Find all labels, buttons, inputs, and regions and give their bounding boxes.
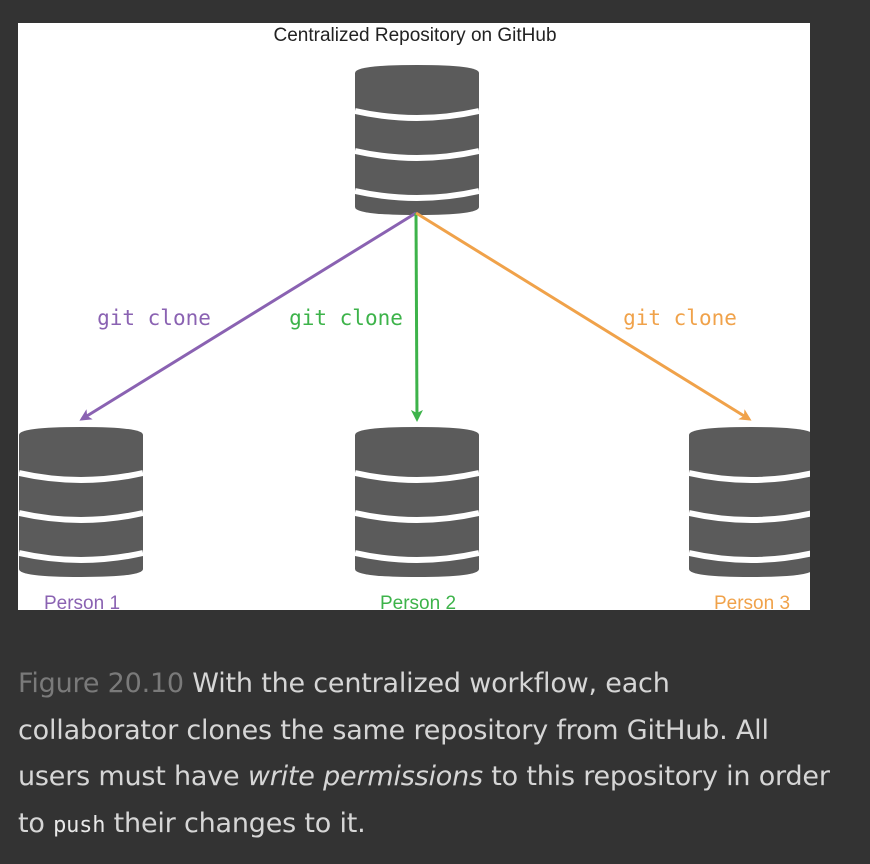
person-2-repository-icon [355, 427, 479, 577]
edge-green-arrow [410, 212, 423, 422]
edge-label-green: git clone [289, 306, 403, 330]
caption-emphasis: write permissions [247, 761, 483, 792]
figure-caption: Figure 20.10 With the centralized workfl… [18, 661, 838, 849]
caption-text-1: With the centralized workflow, each coll… [18, 668, 769, 792]
caption-text-2: to this repository in order to [18, 761, 830, 839]
person-1-repository-icon [19, 427, 143, 577]
person-1-label: Person 1 [44, 593, 120, 610]
figure-number: Figure 20.10 [18, 668, 184, 699]
caption-code: push [53, 812, 106, 838]
edge-orange-arrow [415, 211, 752, 421]
caption-text-3: their changes to it. [105, 807, 366, 839]
figure-panel: Centralized Repository on GitHub git clo… [18, 23, 810, 610]
central-repository-icon [355, 65, 479, 215]
person-2-label: Person 2 [380, 593, 456, 610]
person-3-label: Person 3 [714, 593, 790, 610]
workflow-diagram: Centralized Repository on GitHub git clo… [18, 25, 810, 610]
edge-purple-arrow [79, 211, 417, 421]
person-3-repository-icon [689, 427, 810, 577]
edge-label-orange: git clone [623, 306, 737, 330]
diagram-title: Centralized Repository on GitHub [273, 25, 556, 46]
edge-label-purple: git clone [97, 306, 211, 330]
